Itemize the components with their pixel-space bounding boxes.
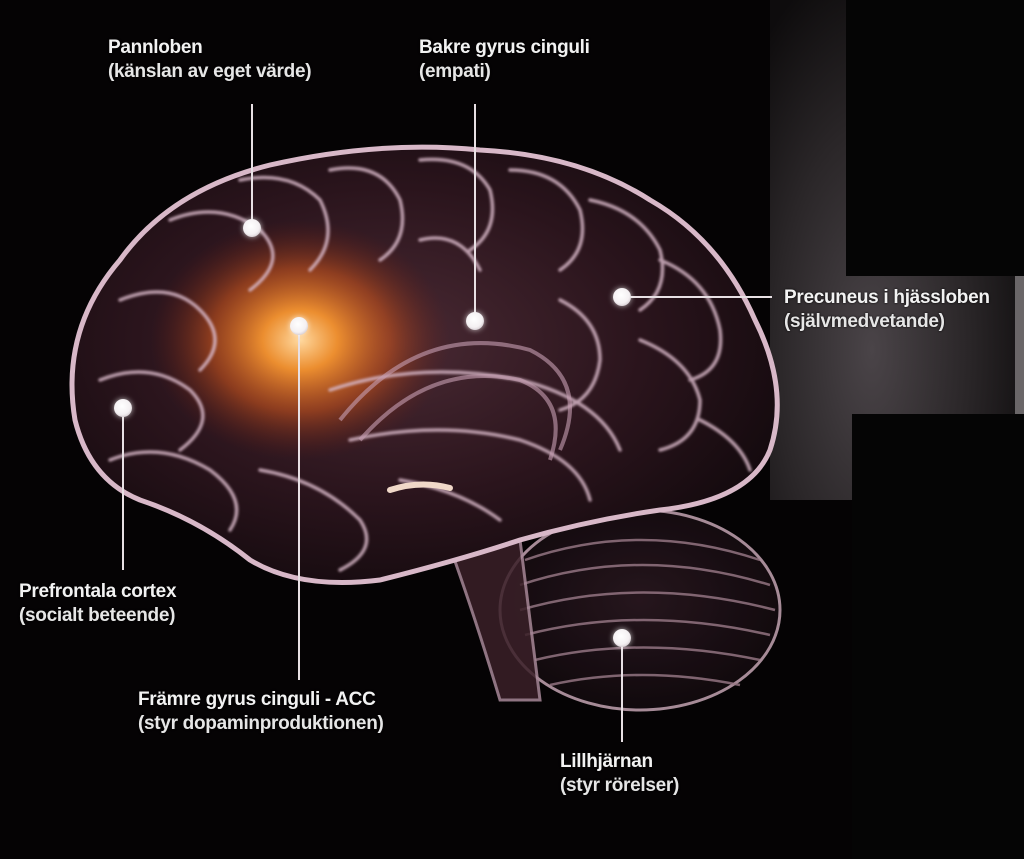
label-subtitle: (empati) [419, 61, 491, 82]
label-prefrontala-cortex: Prefrontala cortex (socialt beteende) [19, 580, 177, 628]
limbic-arcs [338, 341, 572, 461]
leader-line-pannloben [251, 104, 253, 228]
corner-panel-bottom [852, 414, 1024, 859]
marker-dot-prefrontal [114, 399, 132, 417]
label-title: Precuneus i hjässloben [784, 287, 990, 308]
marker-dot-precuneus [613, 288, 631, 306]
marker-dot-bakre-gyrus [466, 312, 484, 330]
label-title: Prefrontala cortex [19, 581, 177, 602]
brainstem-shape [437, 517, 542, 702]
label-framre-gyrus-cinguli: Främre gyrus cinguli - ACC (styr dopamin… [138, 688, 384, 736]
label-lillhjarnan: Lillhjärnan (styr rörelser) [560, 750, 679, 798]
label-subtitle: (känslan av eget värde) [108, 61, 312, 82]
edge-band [1015, 276, 1024, 414]
label-title: Främre gyrus cinguli - ACC [138, 689, 376, 710]
label-subtitle: (socialt beteende) [19, 605, 176, 626]
highlight-stroke [387, 481, 453, 493]
leader-line-prefrontal [122, 408, 124, 570]
marker-dot-lillhjarnan [613, 629, 631, 647]
corner-panel-top [846, 0, 1024, 276]
leader-line-bakre-gyrus [474, 104, 476, 321]
label-subtitle: (självmedvetande) [784, 311, 945, 332]
label-subtitle: (styr rörelser) [560, 775, 680, 796]
leader-line-lillhjarnan [621, 638, 623, 742]
leader-line-precuneus [622, 296, 772, 298]
label-title: Pannloben [108, 37, 203, 58]
marker-dot-acc [290, 317, 308, 335]
label-bakre-gyrus-cinguli: Bakre gyrus cinguli (empati) [419, 36, 590, 84]
marker-dot-pannloben [243, 219, 261, 237]
leader-line-acc [298, 326, 300, 680]
label-pannloben: Pannloben (känslan av eget värde) [108, 36, 312, 84]
label-precuneus: Precuneus i hjässloben (självmedvetande) [784, 286, 990, 334]
label-title: Bakre gyrus cinguli [419, 37, 590, 58]
label-subtitle: (styr dopaminproduktionen) [138, 713, 384, 734]
acc-glow [150, 220, 450, 460]
cerebellum-shape [498, 508, 782, 712]
label-title: Lillhjärnan [560, 751, 653, 772]
